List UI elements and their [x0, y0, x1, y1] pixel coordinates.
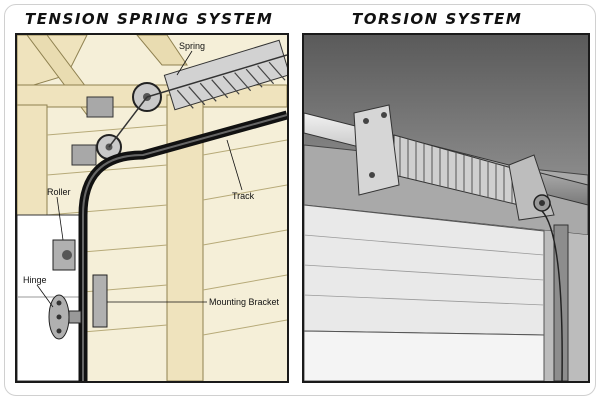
extension-spring — [163, 39, 287, 111]
track — [78, 110, 287, 381]
end-bracket — [508, 154, 555, 221]
mounting-bracket-label: Mounting Bracket — [209, 297, 280, 307]
torsion-system-drawing — [304, 35, 588, 381]
roller-label: Roller — [47, 187, 71, 197]
torsion-system-heading: TORSION SYSTEM — [352, 10, 523, 28]
tension-spring-drawing — [17, 35, 287, 381]
track-label: Track — [232, 191, 255, 201]
tension-spring-illustration: Spring Track Roller Hinge Mounting Brack… — [15, 33, 289, 383]
spring-label: Spring — [179, 41, 206, 51]
hinge-label: Hinge — [23, 275, 47, 285]
mounting-bracket — [92, 274, 108, 328]
center-bearing-bracket — [353, 104, 400, 196]
torsion-system-illustration — [302, 33, 590, 383]
tension-spring-heading: TENSION SPRING SYSTEM — [25, 10, 274, 28]
hinge — [48, 294, 82, 340]
